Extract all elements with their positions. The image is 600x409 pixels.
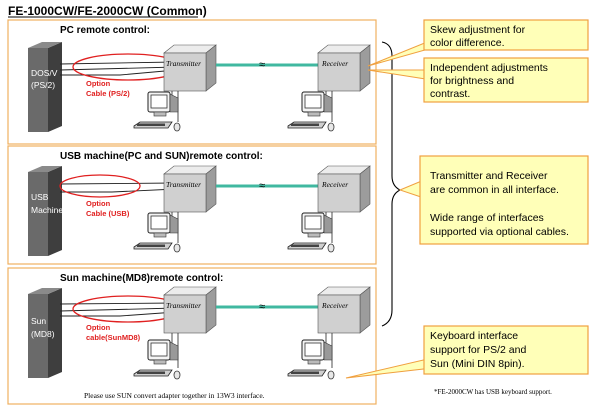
transmitter-box [163,286,217,334]
usb-keyboard-note: *FE-2000CW has USB keyboard support. [434,388,552,396]
callout-pointer-fill [425,71,428,79]
option-label: Option [86,199,111,208]
option-cable [59,182,177,185]
callout-pointer [367,69,433,81]
page-title: FE-1000CW/FE-2000CW (Common) [8,4,207,18]
option-cable [59,307,177,312]
transmitter-box [163,165,217,213]
callout-text: Wide range of interfaces [430,212,544,224]
receiver-box [317,286,371,334]
sun-adapter-note: Please use SUN convert adapter together … [84,391,265,400]
callout-text: Skew adjustment for [430,24,526,36]
callout-text: Independent adjustments [430,62,548,74]
receiver-label: Receiver [321,59,348,68]
panel-usb-remote: USB machine(PC and SUN)remote control: U… [7,145,377,265]
callout-box [423,325,589,375]
receiver-box [317,44,371,92]
callout-text: support for PS/2 and [430,344,526,356]
callout-text: Sun (Mini DIN 8pin). [430,358,525,370]
cable-break: ≈ [259,180,265,192]
option-label: Option [86,79,111,88]
grouping-brace [381,41,402,327]
panel-heading: PC remote control: [60,25,150,36]
option-label: cable(SunMD8) [86,333,141,342]
callout-text: Transmitter and Receiver [430,170,548,182]
callout-text: color difference. [430,37,505,49]
panel-sun-remote: Sun machine(MD8)remote control: Sun (MD8… [7,267,377,405]
transmitter-label: Transmitter [166,180,201,189]
cable-break: ≈ [259,59,265,71]
callout-box [419,155,589,245]
computer-label: Machine [31,205,63,215]
transmitter-label: Transmitter [166,301,201,310]
callout-box [423,57,589,103]
callout-text: Keyboard interface [430,330,518,342]
cable-break: ≈ [259,301,265,313]
callout-text: are common in all interface. [430,184,559,196]
computer-label: (PS/2) [31,80,55,90]
option-cable [59,61,177,65]
option-label: Cable (USB) [86,209,130,218]
computer-label: (MD8) [31,329,55,339]
receiver-label: Receiver [321,180,348,189]
panel-heading: USB machine(PC and SUN)remote control: [60,151,263,162]
receiver-box [317,165,371,213]
computer-label: USB [31,192,49,202]
panel-pc-remote: PC remote control: DOS/V (PS/2) Option C… [7,19,377,145]
transmitter-label: Transmitter [166,59,201,68]
option-cable [59,66,177,71]
callout-pointer-fill [425,359,428,367]
callout-text: supported via optional cables. [430,226,569,238]
computer-label: DOS/V [31,68,58,78]
option-label: Cable (PS/2) [86,89,130,98]
option-highlight [59,174,141,198]
callout-pointer-fill [421,181,424,197]
option-cable [59,302,177,305]
callout-text: contrast. [430,88,470,100]
callout-text: for brightness and [430,75,514,87]
callout-box [423,19,589,51]
option-label: Option [86,323,111,332]
callout-pointer-fill [425,41,428,47]
receiver-label: Receiver [321,301,348,310]
transmitter-box [163,44,217,92]
callout-pointer [367,39,433,67]
computer-label: Sun [31,316,46,326]
panel-heading: Sun machine(MD8)remote control: [60,273,223,284]
